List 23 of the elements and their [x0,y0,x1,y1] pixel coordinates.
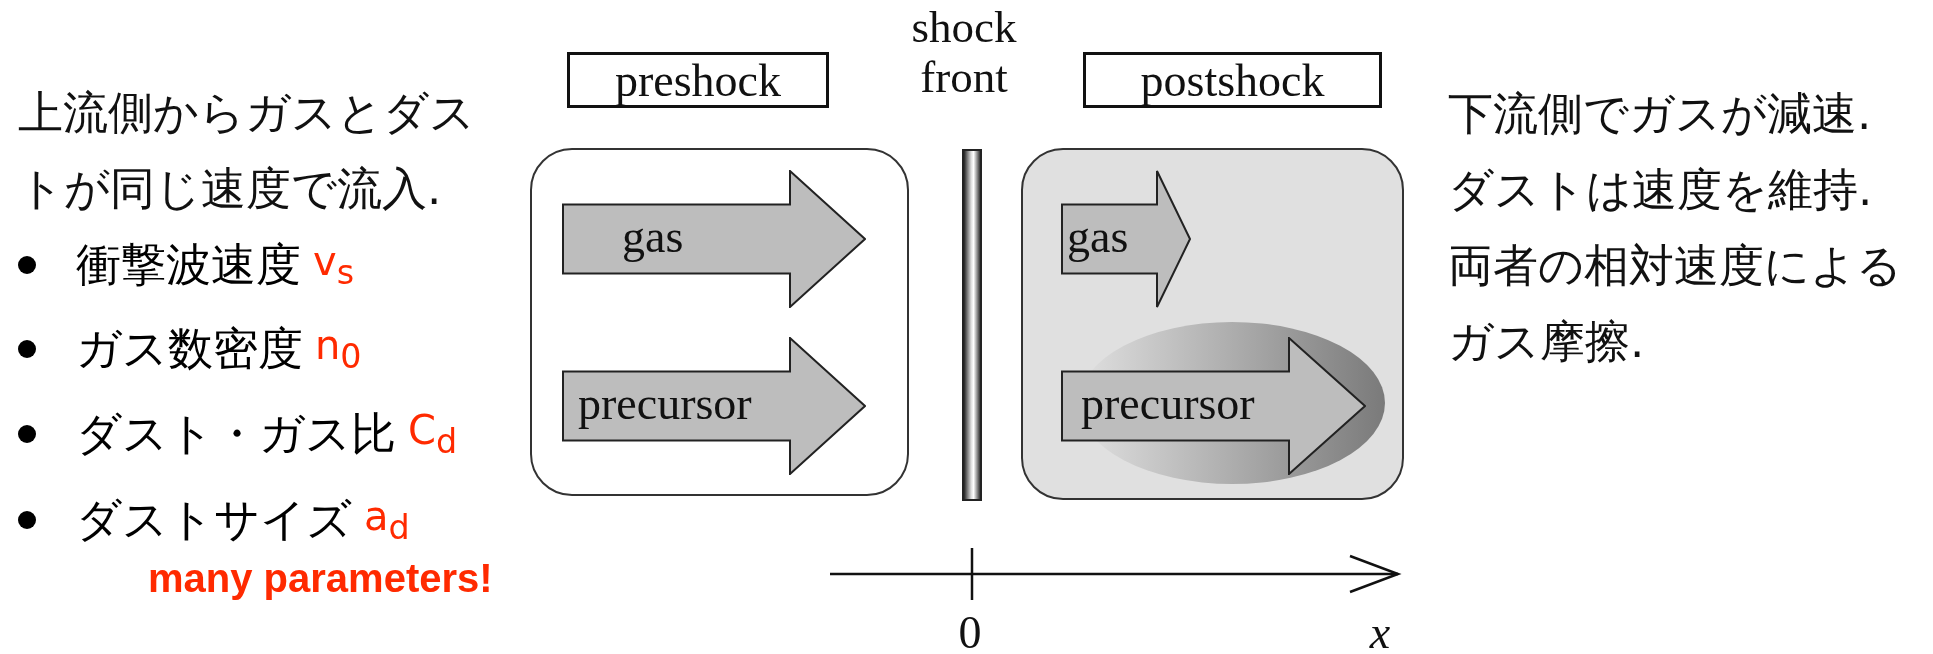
axis-label: x [1368,606,1392,654]
description-text: 上流側からガスとダストが同じ速度で流入. [18,85,476,217]
list-item-text: ダスト・ガス比 [76,406,396,462]
list-item-text: 衝撃波速度 [76,237,301,293]
region-label: preshock [567,52,829,108]
region-label: postshock [1083,52,1382,108]
arrow-label: gas [622,210,684,264]
parameter-symbol: a$_{d}$ [364,493,410,547]
list-item-text: ダストサイズ [76,492,352,548]
arrow-label: precursor [578,377,752,431]
list-item-text: ガス数密度 [76,321,303,377]
shock-front-bar [962,149,982,501]
arrow-label: precursor [1081,377,1255,431]
parameter-symbol: C$_{d}$ [408,407,458,461]
note-text: many parameters! [148,556,494,601]
parameter-symbol: n$_{0}$ [315,322,362,376]
description-text: 下流側でガスが減速.ダストは速度を維持.両者の相対速度によるガス摩擦. [1448,86,1903,370]
parameter-symbol: v$_{s}$ [313,238,355,292]
axis-label: 0 [957,606,983,654]
region-panel [1021,148,1404,500]
region-panel [530,148,909,496]
arrow-label: gas [1067,210,1129,264]
node-label: shock front [910,2,1018,104]
